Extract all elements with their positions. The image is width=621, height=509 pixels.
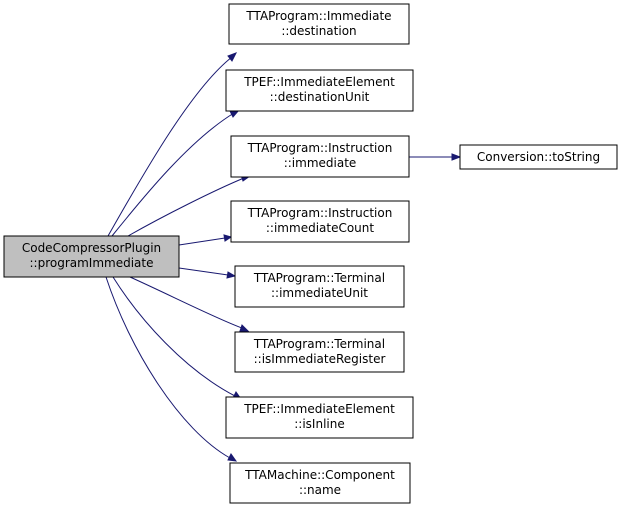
node-instruction-immediate-line2: ::immediate bbox=[284, 156, 357, 170]
node-programimmediate-line2: ::programImmediate bbox=[29, 256, 153, 270]
node-destination[interactable]: TTAProgram::Immediate ::destination bbox=[228, 3, 410, 45]
node-isimmediateregister-line1: TTAProgram::Terminal bbox=[253, 337, 385, 351]
edge-arrowhead-name bbox=[227, 453, 238, 462]
node-destination-line2: ::destination bbox=[281, 24, 356, 38]
edge-root-to-immediateunit bbox=[178, 267, 229, 276]
node-immediatecount-line2: ::immediateCount bbox=[266, 221, 375, 235]
node-tostring[interactable]: Conversion::toString bbox=[459, 144, 618, 170]
node-component-name-line1: TTAMachine::Component bbox=[244, 468, 395, 482]
node-immediateunit[interactable]: TTAProgram::Terminal ::immediateUnit bbox=[234, 265, 405, 308]
edge-arrowhead-tostring bbox=[451, 153, 462, 161]
edge-arrowhead-isimmediateregister bbox=[239, 324, 250, 332]
node-destinationunit-line1: TPEF::ImmediateElement bbox=[243, 75, 395, 89]
node-destination-line1: TTAProgram::Immediate bbox=[245, 9, 391, 23]
node-isinline-line1: TPEF::ImmediateElement bbox=[243, 402, 395, 416]
edge-root-to-destinationunit bbox=[111, 112, 235, 237]
node-destinationunit-line2: ::destinationUnit bbox=[270, 90, 370, 104]
node-isimmediateregister-line2: ::isImmediateRegister bbox=[254, 352, 386, 366]
edge-root-to-immediate bbox=[127, 177, 245, 237]
node-programimmediate-line1: CodeCompressorPlugin bbox=[22, 241, 161, 255]
node-programimmediate[interactable]: CodeCompressorPlugin ::programImmediate bbox=[3, 235, 180, 278]
node-component-name[interactable]: TTAMachine::Component ::name bbox=[229, 462, 411, 504]
node-tostring-line1: Conversion::toString bbox=[477, 150, 600, 164]
node-instruction-immediate-line1: TTAProgram::Instruction bbox=[247, 141, 393, 155]
edge-root-to-isinline bbox=[112, 276, 236, 397]
edge-arrowhead-destination bbox=[227, 52, 238, 62]
node-isimmediateregister[interactable]: TTAProgram::Terminal ::isImmediateRegist… bbox=[234, 331, 405, 373]
node-component-name-line2: ::name bbox=[299, 483, 341, 497]
edge-arrowhead-immediatecount bbox=[223, 234, 233, 242]
node-instruction-immediate[interactable]: TTAProgram::Instruction ::immediate bbox=[230, 135, 410, 178]
edge-arrowhead-immediateunit bbox=[226, 271, 237, 279]
node-immediateunit-line1: TTAProgram::Terminal bbox=[253, 271, 385, 285]
node-destinationunit[interactable]: TPEF::ImmediateElement ::destinationUnit bbox=[225, 69, 414, 112]
edge-root-to-destination bbox=[107, 56, 233, 237]
node-immediateunit-line2: ::immediateUnit bbox=[271, 286, 368, 300]
node-immediatecount[interactable]: TTAProgram::Instruction ::immediateCount bbox=[230, 200, 410, 243]
node-isinline-line2: ::isInline bbox=[294, 417, 344, 431]
node-isinline[interactable]: TPEF::ImmediateElement ::isInline bbox=[225, 396, 414, 439]
edge-root-to-isimmediateregister bbox=[129, 276, 243, 329]
edge-root-to-name bbox=[105, 276, 231, 459]
edge-root-to-immediatecount bbox=[178, 237, 226, 246]
node-immediatecount-line1: TTAProgram::Instruction bbox=[247, 206, 393, 220]
